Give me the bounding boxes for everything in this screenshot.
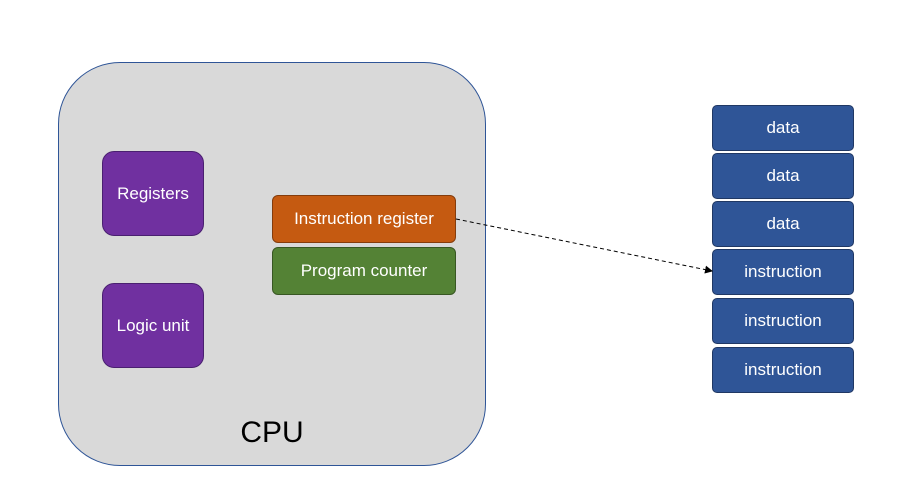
memory-cell-label: instruction: [744, 311, 822, 330]
memory-cell-label: instruction: [744, 262, 822, 281]
logic-unit-box: Logic unit: [102, 283, 204, 368]
instruction-register-label: Instruction register: [294, 209, 434, 228]
registers-box: Registers: [102, 151, 204, 236]
registers-label: Registers: [117, 183, 189, 203]
memory-cell-instruction: instruction: [712, 298, 854, 344]
fetch-arrow-line: [455, 218, 713, 274]
instruction-register-box: Instruction register: [272, 195, 456, 243]
memory-cell-data: data: [712, 105, 854, 151]
memory-cell-label: instruction: [744, 360, 822, 379]
memory-cell-instruction: instruction: [712, 249, 854, 295]
logic-unit-label: Logic unit: [116, 315, 190, 335]
memory-cell-label: data: [766, 118, 800, 137]
memory-cell-instruction: instruction: [712, 347, 854, 393]
memory-cell-label: data: [766, 214, 800, 233]
cpu-label: CPU: [240, 416, 304, 449]
program-counter-box: Program counter: [272, 247, 456, 295]
memory-cell-label: data: [766, 166, 800, 185]
program-counter-label: Program counter: [300, 261, 428, 280]
memory-cell-data: data: [712, 153, 854, 199]
memory-cell-data: data: [712, 201, 854, 247]
